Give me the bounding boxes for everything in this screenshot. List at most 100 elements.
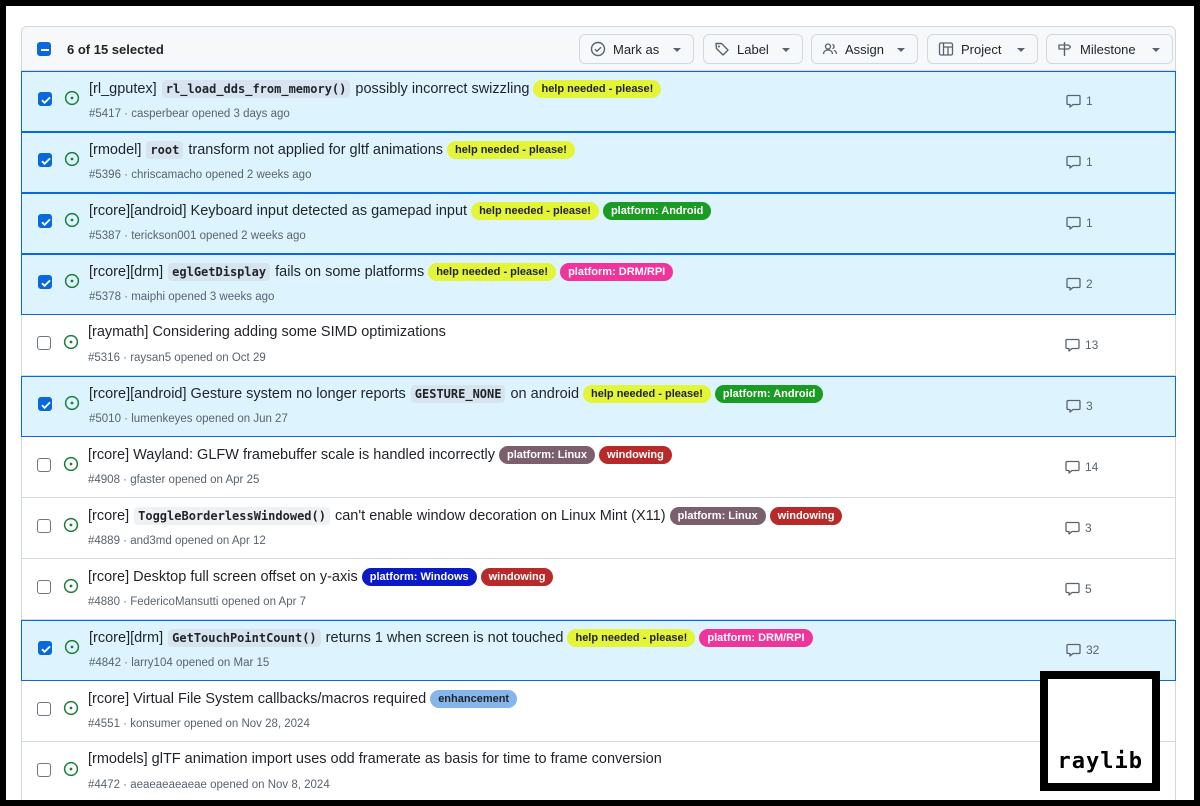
comment-count: 5: [1085, 582, 1092, 596]
issue-checkbox[interactable]: [38, 397, 52, 411]
issue-checkbox[interactable]: [37, 458, 51, 472]
issue-title-link[interactable]: [rl_gputex] rl_load_dds_from_memory() po…: [89, 80, 529, 98]
issue-label[interactable]: platform: Android: [602, 202, 712, 220]
issue-label[interactable]: windowing: [480, 568, 554, 586]
issue-title-link[interactable]: [rcore] Desktop full screen offset on y-…: [88, 569, 358, 585]
comment-count: 1: [1086, 216, 1093, 230]
issue-checkbox[interactable]: [38, 153, 52, 167]
issue-row[interactable]: [rl_gputex] rl_load_dds_from_memory() po…: [21, 71, 1176, 132]
milestone-button[interactable]: Milestone: [1046, 34, 1173, 64]
comment-count: 1: [1086, 94, 1093, 108]
issue-open-icon: [63, 334, 79, 355]
comment-icon: [1065, 460, 1080, 474]
issue-title-link[interactable]: [rcore][android] Keyboard input detected…: [89, 203, 467, 219]
issue-meta: #4908 · gfaster opened on Apr 25: [88, 474, 260, 486]
comment-count-link[interactable]: 14: [1065, 460, 1098, 474]
issue-label[interactable]: platform: Linux: [498, 446, 596, 464]
issue-checkbox[interactable]: [38, 641, 52, 655]
comment-count: 3: [1086, 399, 1093, 413]
issue-open-icon: [64, 395, 80, 416]
issue-label[interactable]: platform: Windows: [361, 568, 477, 586]
issue-label[interactable]: help needed - please!: [533, 80, 662, 98]
people-icon: [822, 43, 838, 55]
issue-open-icon: [63, 700, 79, 721]
issue-title-text: can't enable window decoration on Linux …: [330, 508, 666, 524]
issue-title-code: eglGetDisplay: [168, 263, 271, 281]
issue-row[interactable]: [rcore] ToggleBorderlessWindowed() can't…: [22, 498, 1175, 559]
issue-label[interactable]: windowing: [769, 507, 843, 525]
issue-row[interactable]: [rmodels] glTF animation import uses odd…: [22, 742, 1175, 800]
logo-text: raylib: [1057, 749, 1143, 774]
issue-checkbox[interactable]: [38, 92, 52, 106]
issue-title-link[interactable]: [rcore] Wayland: GLFW framebuffer scale …: [88, 447, 495, 463]
issue-open-icon: [63, 517, 79, 538]
issue-title-text: [rcore][android] Gesture system no longe…: [89, 386, 410, 402]
issue-title-text: returns 1 when screen is not touched: [321, 630, 564, 646]
comment-icon: [1065, 521, 1080, 535]
comment-icon: [1066, 94, 1081, 108]
issue-label[interactable]: help needed - please!: [471, 202, 599, 220]
comment-count-link[interactable]: 2: [1066, 277, 1093, 291]
issue-title-text: [rcore][drm]: [89, 264, 168, 280]
comment-count-link[interactable]: 1: [1066, 155, 1093, 169]
comment-count-link[interactable]: 1: [1066, 216, 1093, 230]
issue-row[interactable]: [rcore] Desktop full screen offset on y-…: [22, 559, 1175, 620]
issue-row[interactable]: [rcore][android] Keyboard input detected…: [21, 193, 1176, 254]
issue-meta: #5417 · casperbear opened 3 days ago: [89, 108, 290, 120]
issue-label[interactable]: platform: Android: [714, 385, 824, 403]
issue-checkbox[interactable]: [37, 336, 51, 350]
issue-row[interactable]: [rcore] Wayland: GLFW framebuffer scale …: [22, 437, 1175, 498]
issue-title-text: on android: [506, 386, 580, 402]
issue-label[interactable]: windowing: [599, 446, 672, 464]
project-icon: [938, 42, 954, 56]
issue-label[interactable]: help needed - please!: [583, 385, 711, 403]
issue-title-text: [rcore] Desktop full screen offset on y-…: [88, 569, 358, 585]
issue-row[interactable]: [rcore][android] Gesture system no longe…: [21, 376, 1176, 437]
comment-count-link[interactable]: 1: [1066, 94, 1093, 108]
issue-label[interactable]: help needed - please!: [447, 141, 575, 159]
issue-open-icon: [64, 90, 80, 111]
mark-as-button[interactable]: Mark as: [579, 34, 694, 64]
issue-label[interactable]: help needed - please!: [428, 263, 557, 281]
issue-row[interactable]: [rcore] Virtual File System callbacks/ma…: [22, 681, 1175, 742]
issue-checkbox[interactable]: [37, 702, 51, 716]
issue-checkbox[interactable]: [38, 275, 52, 289]
issue-row[interactable]: [raymath] Considering adding some SIMD o…: [22, 315, 1175, 376]
issue-label[interactable]: help needed - please!: [567, 629, 696, 647]
issue-title-link[interactable]: [raymath] Considering adding some SIMD o…: [88, 324, 446, 340]
issue-meta: #5010 · lumenkeyes opened on Jun 27: [89, 413, 288, 425]
issue-row[interactable]: [rcore][drm] eglGetDisplay fails on some…: [21, 254, 1176, 315]
issue-title-link[interactable]: [rmodel] root transform not applied for …: [89, 141, 443, 159]
issue-title-link[interactable]: [rcore] Virtual File System callbacks/ma…: [88, 691, 426, 707]
issue-label[interactable]: platform: DRM/RPI: [560, 263, 674, 281]
select-all-checkbox[interactable]: [37, 42, 51, 56]
assign-button[interactable]: Assign: [811, 34, 918, 64]
issue-row[interactable]: [rcore][drm] GetTouchPointCount() return…: [21, 620, 1176, 681]
caret-down-icon: [897, 48, 905, 52]
issue-row[interactable]: [rmodel] root transform not applied for …: [21, 132, 1176, 193]
issue-checkbox[interactable]: [37, 519, 51, 533]
issue-label[interactable]: platform: DRM/RPI: [699, 629, 813, 647]
issue-title-link[interactable]: [rmodels] glTF animation import uses odd…: [88, 751, 662, 767]
issue-title-text: [rcore] Wayland: GLFW framebuffer scale …: [88, 447, 495, 463]
comment-count-link[interactable]: 3: [1065, 521, 1092, 535]
caret-down-icon: [1017, 48, 1025, 52]
issue-label[interactable]: enhancement: [430, 690, 518, 708]
issue-list: [rl_gputex] rl_load_dds_from_memory() po…: [21, 71, 1176, 800]
issue-checkbox[interactable]: [38, 214, 52, 228]
issue-checkbox[interactable]: [37, 763, 51, 777]
comment-icon: [1066, 399, 1081, 413]
comment-count-link[interactable]: 3: [1066, 399, 1093, 413]
issue-title-link[interactable]: [rcore][drm] eglGetDisplay fails on some…: [89, 263, 424, 281]
issue-title-link[interactable]: [rcore][drm] GetTouchPointCount() return…: [89, 629, 564, 647]
comment-count-link[interactable]: 5: [1065, 582, 1092, 596]
project-button[interactable]: Project: [927, 34, 1038, 64]
comment-count-link[interactable]: 13: [1065, 338, 1098, 352]
issue-title-link[interactable]: [rcore] ToggleBorderlessWindowed() can't…: [88, 507, 666, 525]
comment-count: 3: [1085, 521, 1092, 535]
comment-count-link[interactable]: 32: [1066, 643, 1099, 657]
issue-checkbox[interactable]: [37, 580, 51, 594]
label-button[interactable]: Label: [703, 34, 803, 64]
issue-label[interactable]: platform: Linux: [669, 507, 766, 525]
issue-title-link[interactable]: [rcore][android] Gesture system no longe…: [89, 385, 580, 403]
